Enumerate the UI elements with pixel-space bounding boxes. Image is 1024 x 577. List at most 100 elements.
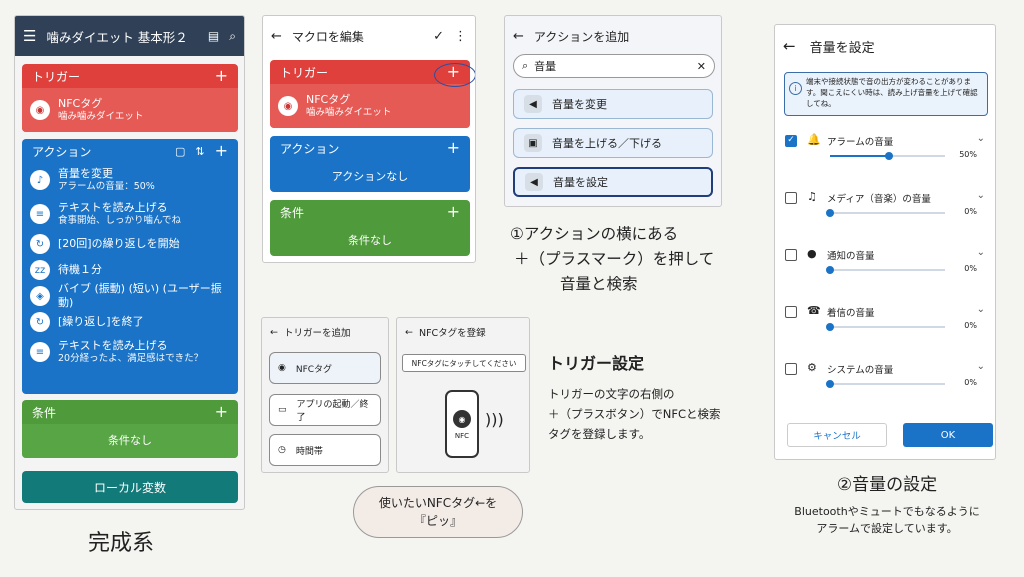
back-arrow-icon[interactable]: ← <box>405 326 413 338</box>
add-condition-button[interactable]: + <box>214 402 228 421</box>
slider-knob[interactable] <box>885 152 893 160</box>
back-arrow-icon[interactable]: ← <box>270 326 278 338</box>
volume-checkbox[interactable]: ✓ <box>785 135 797 147</box>
action-item[interactable]: ♪音量を変更アラームの音量：50% <box>22 163 238 197</box>
condition-none: 条件なし <box>22 424 238 458</box>
chevron-down-icon[interactable]: ⌄ <box>976 247 985 258</box>
action-item[interactable]: ↻[繰り返し]を終了 <box>22 309 238 335</box>
speech-bubble: 使いたいNFCタグ←を 『ピッ』 <box>353 486 523 538</box>
chevron-down-icon[interactable]: ⌄ <box>976 133 985 144</box>
volume-row: ⚙システムの音量⌄0% <box>785 361 985 405</box>
back-arrow-icon[interactable]: ← <box>783 37 796 55</box>
add-trigger-button[interactable]: + <box>214 66 228 85</box>
search-field[interactable]: ⌕ 音量 ✕ <box>513 54 715 78</box>
volume-percent: 0% <box>964 321 977 330</box>
action-label: アクション <box>280 141 340 156</box>
volume-row: ✓🔔アラームの音量⌄50% <box>785 133 985 177</box>
add-action-button[interactable]: + <box>214 141 228 160</box>
document-icon[interactable]: ▤ <box>207 29 220 43</box>
sort-icon[interactable]: ⇅ <box>195 144 205 158</box>
search-input[interactable]: 音量 <box>534 60 557 73</box>
volume-checkbox[interactable] <box>785 249 797 261</box>
action-icon: ≡ <box>30 342 50 362</box>
complete-caption: 完成系 <box>88 531 155 556</box>
local-variable-button[interactable]: ローカル変数 <box>22 471 238 503</box>
caption-line: ①アクションの横にある <box>510 225 679 243</box>
back-arrow-icon[interactable]: ← <box>513 28 524 44</box>
action-none: アクションなし <box>331 170 409 183</box>
action-sub: 20分経ったよ、満足感はできた？ <box>58 353 204 364</box>
trigger-option-time[interactable]: ◷時間帯 <box>269 434 381 466</box>
action-option-volume-change[interactable]: ◀音量を変更 <box>513 89 713 119</box>
slider-knob[interactable] <box>826 266 834 274</box>
clipboard-icon[interactable]: ▢ <box>174 144 186 158</box>
condition-card: 条件+ 条件なし <box>270 200 470 256</box>
action-item[interactable]: ↻[20回]の繰り返しを開始 <box>22 231 238 257</box>
trigger-option-app-launch[interactable]: ▭アプリの起動／終了 <box>269 394 381 426</box>
volume-checkbox[interactable] <box>785 192 797 204</box>
ok-button[interactable]: OK <box>903 423 993 447</box>
action-option-volume-set[interactable]: ◀音量を設定 <box>513 167 713 197</box>
chevron-down-icon[interactable]: ⌄ <box>976 190 985 201</box>
trigger-label: トリガー <box>32 69 81 84</box>
app-bar: ← 音量を設定 <box>775 25 995 67</box>
action-icon: ◈ <box>30 286 50 306</box>
info-note: i 端末や接続状態で音の出方が変わることがあります。聞こえにくい時は、読み上げ音… <box>784 72 988 116</box>
cancel-button[interactable]: キャンセル <box>787 423 887 447</box>
nfc-icon: ◉ <box>278 363 286 373</box>
caption-line: タグを登録します。 <box>548 427 651 441</box>
volume-checkbox[interactable] <box>785 306 797 318</box>
condition-label: 条件 <box>32 405 57 420</box>
action-sub: アラームの音量：50% <box>58 181 155 192</box>
trigger-item-sub: 噛み噛みダイエット <box>58 111 144 122</box>
add-action-phone: ← アクションを追加 ⌕ 音量 ✕ ◀音量を変更 ▣音量を上げる／下げる ◀音量… <box>504 15 722 207</box>
add-action-button[interactable]: + <box>446 138 460 157</box>
slider-knob[interactable] <box>826 323 834 331</box>
back-arrow-icon[interactable]: ← <box>271 28 282 44</box>
action-title: テキストを読み上げる <box>58 339 168 352</box>
trigger-item-nfc[interactable]: ◉ NFCタグ 噛み噛みダイエット <box>270 84 470 128</box>
app-bar: ← アクションを追加 <box>505 16 721 56</box>
phone-illustration: ◉ NFC <box>445 390 479 458</box>
bubble-line: 『ピッ』 <box>413 514 462 528</box>
volume-label: メディア（音楽）の音量 <box>827 194 931 205</box>
action-card: アクション + アクションなし <box>270 136 470 192</box>
volume-row: ♫メディア（音楽）の音量⌄0% <box>785 190 985 234</box>
info-icon: i <box>789 82 802 95</box>
volume-slider[interactable] <box>830 152 945 160</box>
volume-slider[interactable] <box>826 323 945 331</box>
search-icon[interactable]: ⌕ <box>229 28 236 43</box>
add-condition-button[interactable]: + <box>446 202 460 221</box>
more-icon[interactable]: ⋮ <box>454 28 467 44</box>
check-icon[interactable]: ✓ <box>433 28 444 44</box>
caption-step1: ①アクションの横にある ＋（プラスマーク）を押して 音量と検索 <box>510 222 730 297</box>
action-option-volume-up-down[interactable]: ▣音量を上げる／下げる <box>513 128 713 158</box>
nfc-label: NFC <box>454 432 470 440</box>
bubble-line: 使いたいNFCタグ←を <box>378 496 498 510</box>
clear-icon[interactable]: ✕ <box>696 59 706 73</box>
nfc-icon: ◉ <box>30 100 50 120</box>
option-label: 音量を上げる／下げる <box>552 137 662 150</box>
trigger-item-nfc[interactable]: ◉ NFCタグ 噛み噛みダイエット <box>22 88 238 132</box>
action-icon: zz <box>30 260 50 280</box>
volume-checkbox[interactable] <box>785 363 797 375</box>
chevron-down-icon[interactable]: ⌄ <box>976 361 985 372</box>
volume-slider[interactable] <box>826 380 945 388</box>
slider-fill <box>830 155 889 157</box>
clock-icon: ◷ <box>278 445 286 455</box>
action-item[interactable]: ◈バイブ (振動) (短い) (ユーザー振動) <box>22 282 238 309</box>
action-label: アクション <box>32 144 92 159</box>
slider-knob[interactable] <box>826 380 834 388</box>
action-item[interactable]: ≡テキストを読み上げる食事開始、しっかり噛んでね <box>22 197 238 231</box>
menu-icon[interactable]: ☰ <box>23 27 37 45</box>
volume-icon: ♫ <box>807 190 817 203</box>
trigger-option-nfc[interactable]: ◉NFCタグ <box>269 352 381 384</box>
volume-slider[interactable] <box>826 266 945 274</box>
slider-knob[interactable] <box>826 209 834 217</box>
volume-slider[interactable] <box>826 209 945 217</box>
highlight-circle <box>434 63 475 87</box>
chevron-down-icon[interactable]: ⌄ <box>976 304 985 315</box>
caption-line: ＋（プラスボタン）でNFCと検索 <box>548 407 721 421</box>
